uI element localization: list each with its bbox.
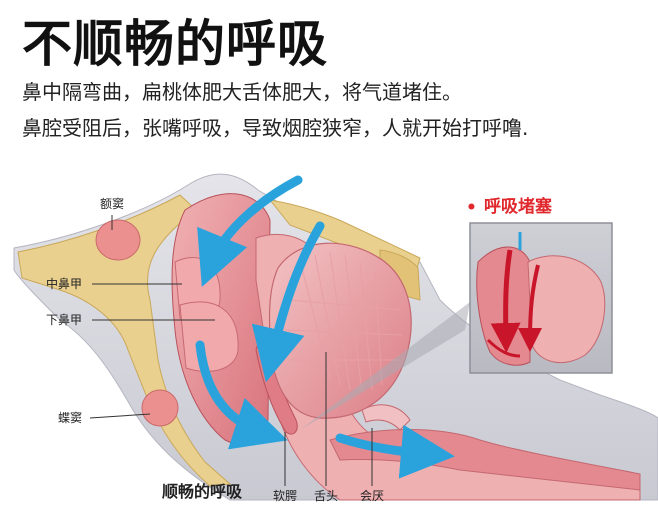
description-line-1: 鼻中隔弯曲，扁桃体肥大舌体肥大，将气道堵住。: [22, 80, 462, 104]
label-tongue: 舌头: [314, 489, 338, 503]
label-frontal-sinus: 额窦: [100, 197, 124, 211]
page-title: 不顺畅的呼吸: [22, 15, 328, 73]
label-middle-turbinate: 中鼻甲: [46, 276, 82, 291]
label-epiglottis: 会厌: [360, 489, 384, 503]
inset-bullet: •: [466, 198, 477, 218]
label-caption: 顺畅的呼吸: [162, 482, 243, 501]
leader-lines: [89, 215, 373, 486]
label-sphenoid-sinus: 蝶窦: [58, 410, 82, 425]
frontal-sinus-shape: [95, 219, 141, 261]
skull-bone: [17, 194, 421, 487]
inset-title: 呼吸堵塞: [484, 196, 553, 217]
airflow-arrows: [195, 175, 455, 479]
sphenoid-sinus-shape: [141, 389, 179, 427]
label-soft-palate: 软腭: [273, 489, 297, 503]
inset-pointer: [300, 302, 470, 430]
description-line-2: 鼻腔受阻后，张嘴呼吸，导致烟腔狭窄，人就开始打呼噜.: [22, 116, 529, 140]
blockage-inset: [469, 222, 613, 374]
label-inferior-turbinate: 下鼻甲: [46, 312, 82, 327]
